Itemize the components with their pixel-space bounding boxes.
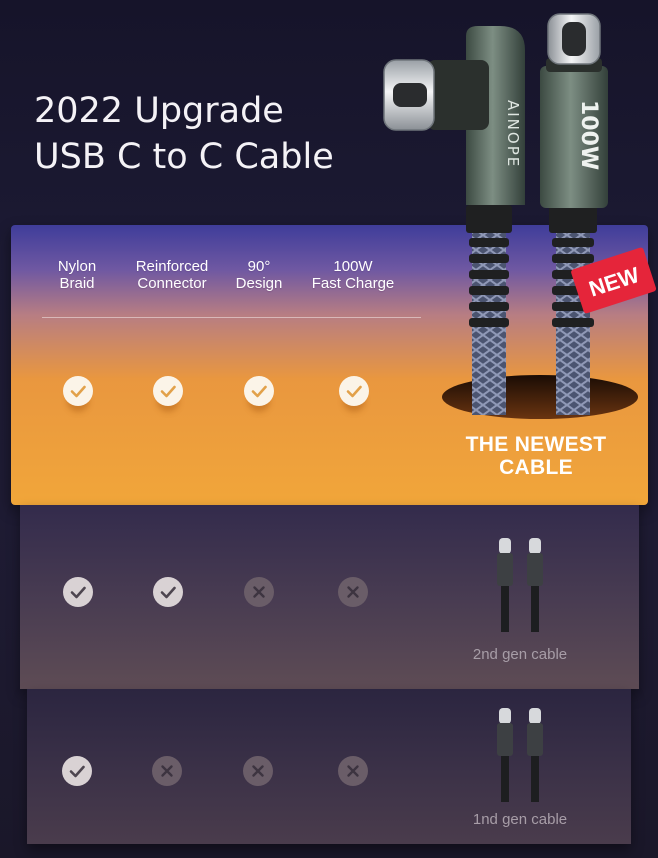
feature-reinforced-connector: Reinforced Connector (135, 258, 209, 292)
usb-c-port-left (393, 83, 427, 107)
second-gen-label: 2nd gen cable (472, 646, 568, 663)
feature-nylon-braid: Nylon Braid (57, 258, 97, 292)
first-gen-cable-image (497, 708, 543, 802)
check-icon (244, 376, 274, 406)
hero-cable-image: AINOPE 100W NEW (383, 13, 657, 419)
check-icon (153, 577, 183, 607)
check-icon (63, 376, 93, 406)
cross-icon (244, 577, 274, 607)
usb-c-port-right (562, 22, 586, 56)
check-icon (339, 376, 369, 406)
second-gen-cable-image (497, 538, 543, 632)
cross-icon (338, 756, 368, 786)
straight-connector-housing (540, 66, 608, 208)
check-icon (63, 577, 93, 607)
left-strain-relief (466, 205, 512, 327)
new-badge: NEW (571, 247, 657, 314)
newest-cable-label: THE NEWEST CABLE (465, 433, 607, 479)
headline-line-2: USB C to C Cable (34, 137, 334, 177)
headline: 2022 Upgrade USB C to C Cable (34, 88, 394, 180)
first-gen-label: 1nd gen cable (472, 811, 568, 828)
cross-icon (152, 756, 182, 786)
check-icon (62, 756, 92, 786)
headline-line-1: 2022 Upgrade (34, 91, 284, 131)
cross-icon (243, 756, 273, 786)
brand-text: AINOPE (504, 100, 522, 168)
hole-shadow (442, 375, 638, 419)
check-icon (153, 376, 183, 406)
newest-cable-panel (11, 225, 648, 505)
feature-90-design: 90° Design (235, 258, 283, 292)
power-text: 100W (576, 100, 601, 170)
cross-icon (338, 577, 368, 607)
header-divider (42, 317, 421, 318)
angled-connector-collar (427, 60, 489, 130)
feature-100w-fast-charge: 100W Fast Charge (311, 258, 395, 292)
